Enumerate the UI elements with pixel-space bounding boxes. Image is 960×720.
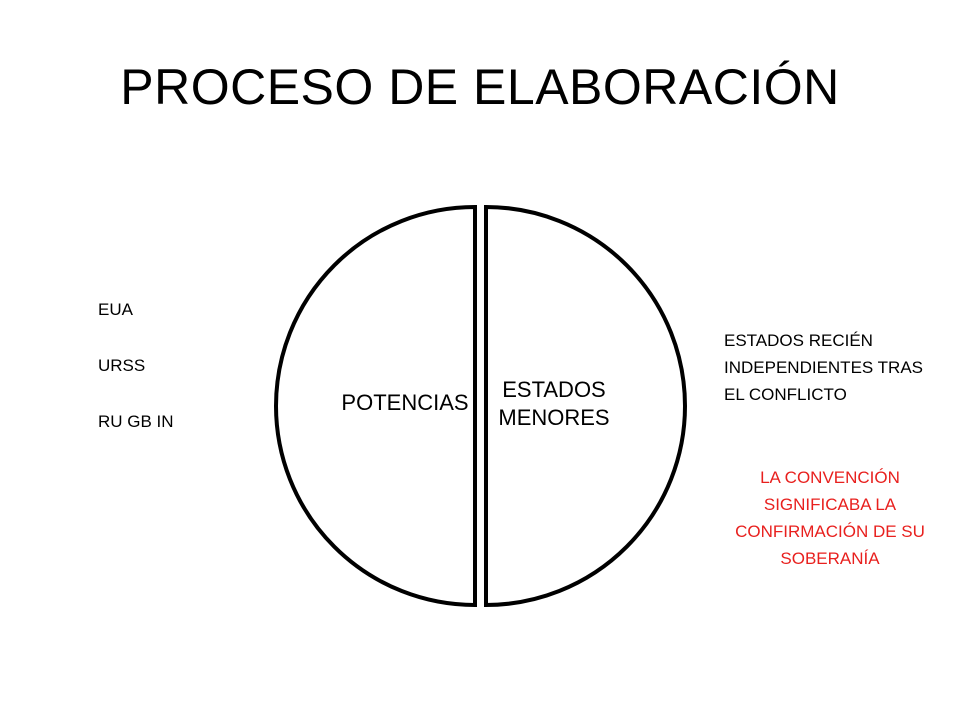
right-half-label: ESTADOS MENORES <box>498 377 610 430</box>
page-title: PROCESO DE ELABORACIÓN <box>120 59 840 115</box>
powers-list: EUA URSS RU GB IN <box>98 296 174 438</box>
right-half-circle <box>484 204 687 608</box>
left-half-circle <box>274 204 477 608</box>
right-note: ESTADOS RECIÉN INDEPENDIENTES TRAS EL CO… <box>724 331 924 404</box>
list-item: URSS <box>98 356 146 375</box>
red-note: LA CONVENCIÓN SIGNIFICABA LA CONFIRMACIÓ… <box>735 468 925 568</box>
left-half-label: POTENCIAS <box>341 390 469 415</box>
list-item: RU GB IN <box>98 412 174 431</box>
list-item: EUA <box>98 300 133 319</box>
